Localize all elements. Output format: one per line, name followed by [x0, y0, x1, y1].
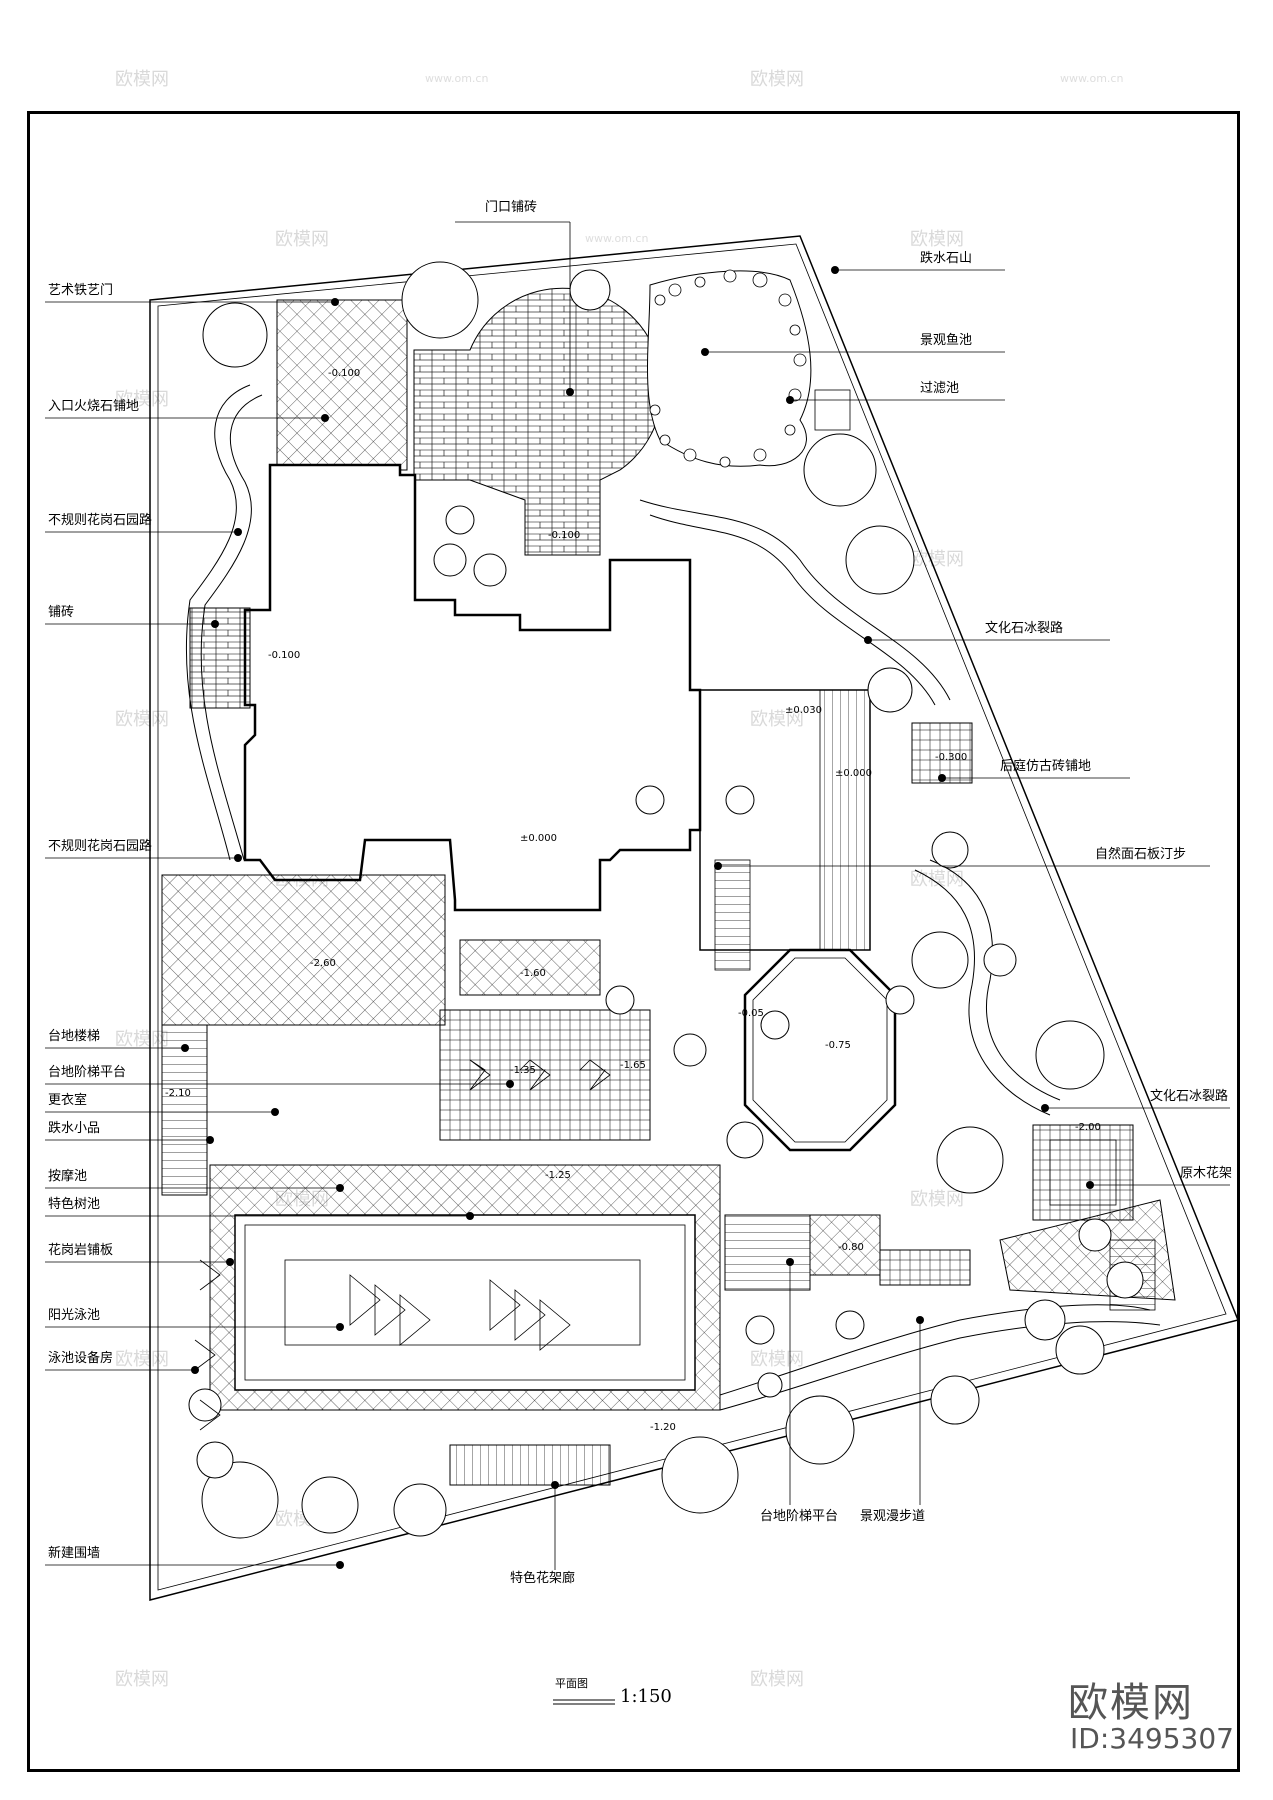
label-entrance-paving: 入口火烧石铺地 — [48, 399, 140, 414]
label-art-iron-gate: 艺术铁艺门 — [48, 283, 114, 298]
watermark: 欧模网 — [750, 1349, 804, 1370]
watermark: 欧模网 — [115, 69, 169, 90]
elevation-mark: -1.60 — [520, 968, 546, 979]
label-granite-path-2: 不规则花岗石园路 — [48, 839, 153, 854]
watermark-url: www.om.cn — [1060, 72, 1124, 85]
elevation-mark: -0.100 — [548, 530, 581, 541]
watermark: 欧模网 — [115, 709, 169, 730]
lower-step-platform — [724, 1214, 811, 1291]
gate-brick-paving — [413, 287, 663, 556]
label-massage-pool: 按摩池 — [48, 1169, 88, 1184]
elevation-mark: -1.20 — [650, 1422, 676, 1433]
feature-pergola — [449, 1444, 611, 1486]
watermark-url: www.om.cn — [425, 72, 489, 85]
watermark: 欧模网 — [115, 389, 169, 410]
label-feature-pergola: 特色花架廊 — [510, 1571, 576, 1586]
label-timber-trellis: 原木花架 — [1180, 1166, 1233, 1181]
label-feature-tree-pit: 特色树池 — [48, 1197, 101, 1212]
label-gate-paving: 门口铺砖 — [485, 200, 538, 215]
elevation-mark: ±0.000 — [835, 768, 873, 779]
label-stepping-stones: 自然面石板汀步 — [1095, 847, 1187, 862]
elevation-mark: -2.60 — [310, 958, 336, 969]
brand-id: ID:3495307 — [1070, 1722, 1234, 1755]
elevation-mark: ±0.000 — [520, 833, 558, 844]
elevation-mark: -1.35 — [510, 1065, 536, 1076]
pool-mosaic — [284, 1259, 641, 1346]
entrance-stone-paving — [276, 299, 408, 471]
granite-path-left — [185, 384, 251, 861]
label-scenic-walkway: 景观漫步道 — [860, 1509, 926, 1524]
label-waterfall-rockery: 跌水石山 — [920, 251, 973, 266]
label-changing-room: 更衣室 — [48, 1093, 88, 1108]
watermark: 欧模网 — [750, 1669, 804, 1690]
label-granite-path: 不规则花岗石园路 — [48, 513, 153, 528]
elevation-mark: -0.100 — [268, 650, 301, 661]
octagon-pavilion — [743, 948, 897, 1152]
leader-dots — [181, 266, 1094, 1569]
terrace-stairs — [161, 1024, 208, 1196]
elevation-mark: -1.65 — [620, 1060, 646, 1071]
label-brick: 铺砖 — [48, 605, 75, 620]
drawing-title: 平面图 — [555, 1677, 588, 1690]
central-terrace — [459, 939, 601, 996]
elevation-mark: -0.75 — [825, 1040, 851, 1051]
elevation-mark: -1.25 — [545, 1170, 571, 1181]
elevation-mark: -0.05 — [738, 1008, 764, 1019]
label-terrace-platform: 台地阶梯平台 — [48, 1065, 127, 1080]
trees — [188, 261, 1144, 1539]
elevation-mark: ±0.030 — [785, 705, 823, 716]
koi-pond — [647, 270, 812, 467]
side-brick-paving — [189, 607, 251, 709]
brand-logo: 欧模网 — [1068, 1680, 1194, 1726]
step-platform — [439, 1009, 651, 1141]
label-koi-pond: 景观鱼池 — [920, 333, 973, 348]
label-pool-equipment: 泳池设备房 — [48, 1351, 114, 1366]
watermark: 欧模网 — [910, 1189, 964, 1210]
label-culture-stone-path-2: 文化石冰裂路 — [1150, 1089, 1229, 1104]
filter-pool — [814, 389, 851, 431]
label-filter-pool: 过滤池 — [920, 381, 960, 396]
label-terrace-stairs: 台地楼梯 — [48, 1029, 101, 1044]
label-sun-pool: 阳光泳池 — [48, 1308, 101, 1323]
elevation-mark: -2.00 — [1075, 1122, 1101, 1133]
watermark: 欧模网 — [115, 1349, 169, 1370]
fish-mosaic — [349, 1274, 571, 1351]
rear-brick-paving — [911, 722, 973, 784]
elevation-mark: -0.300 — [935, 752, 968, 763]
label-new-wall: 新建围墙 — [48, 1546, 101, 1561]
elevation-mark: -0.100 — [328, 368, 361, 379]
watermark: 欧模网 — [910, 549, 964, 570]
culture-stone-path-top — [639, 499, 951, 701]
watermark: 欧模网 — [750, 709, 804, 730]
elevation-mark: -0.80 — [838, 1242, 864, 1253]
site-boundary-inner — [157, 243, 1227, 1591]
watermark: 欧模网 — [750, 69, 804, 90]
label-granite-slab: 花岗岩铺板 — [48, 1243, 114, 1258]
lower-terrace-paving — [161, 874, 446, 1026]
watermark: 欧模网 — [115, 1029, 169, 1050]
timber-trellis — [1032, 1124, 1134, 1221]
pond-rocks — [649, 269, 807, 468]
site-boundary — [149, 235, 1240, 1601]
leader-lines — [45, 221, 1230, 1570]
palms — [194, 1059, 611, 1431]
watermark: 欧模网 — [115, 1669, 169, 1690]
stepping-stones — [714, 859, 751, 971]
elevation-mark: -2.10 — [165, 1088, 191, 1099]
culture-stone-path-right — [929, 859, 1061, 1101]
drawing-scale: 1:150 — [620, 1686, 672, 1707]
watermark: 欧模网 — [910, 229, 964, 250]
label-rear-brick: 后庭仿古砖铺地 — [1000, 759, 1092, 774]
label-lower-terrace: 台地阶梯平台 — [760, 1509, 839, 1524]
drawing-frame — [27, 111, 1240, 1772]
main-building — [243, 463, 702, 912]
watermark-url: www.om.cn — [585, 232, 649, 245]
watermark: 欧模网 — [275, 229, 329, 250]
label-water-feature: 跌水小品 — [48, 1121, 101, 1136]
label-culture-stone-path: 文化石冰裂路 — [985, 621, 1064, 636]
